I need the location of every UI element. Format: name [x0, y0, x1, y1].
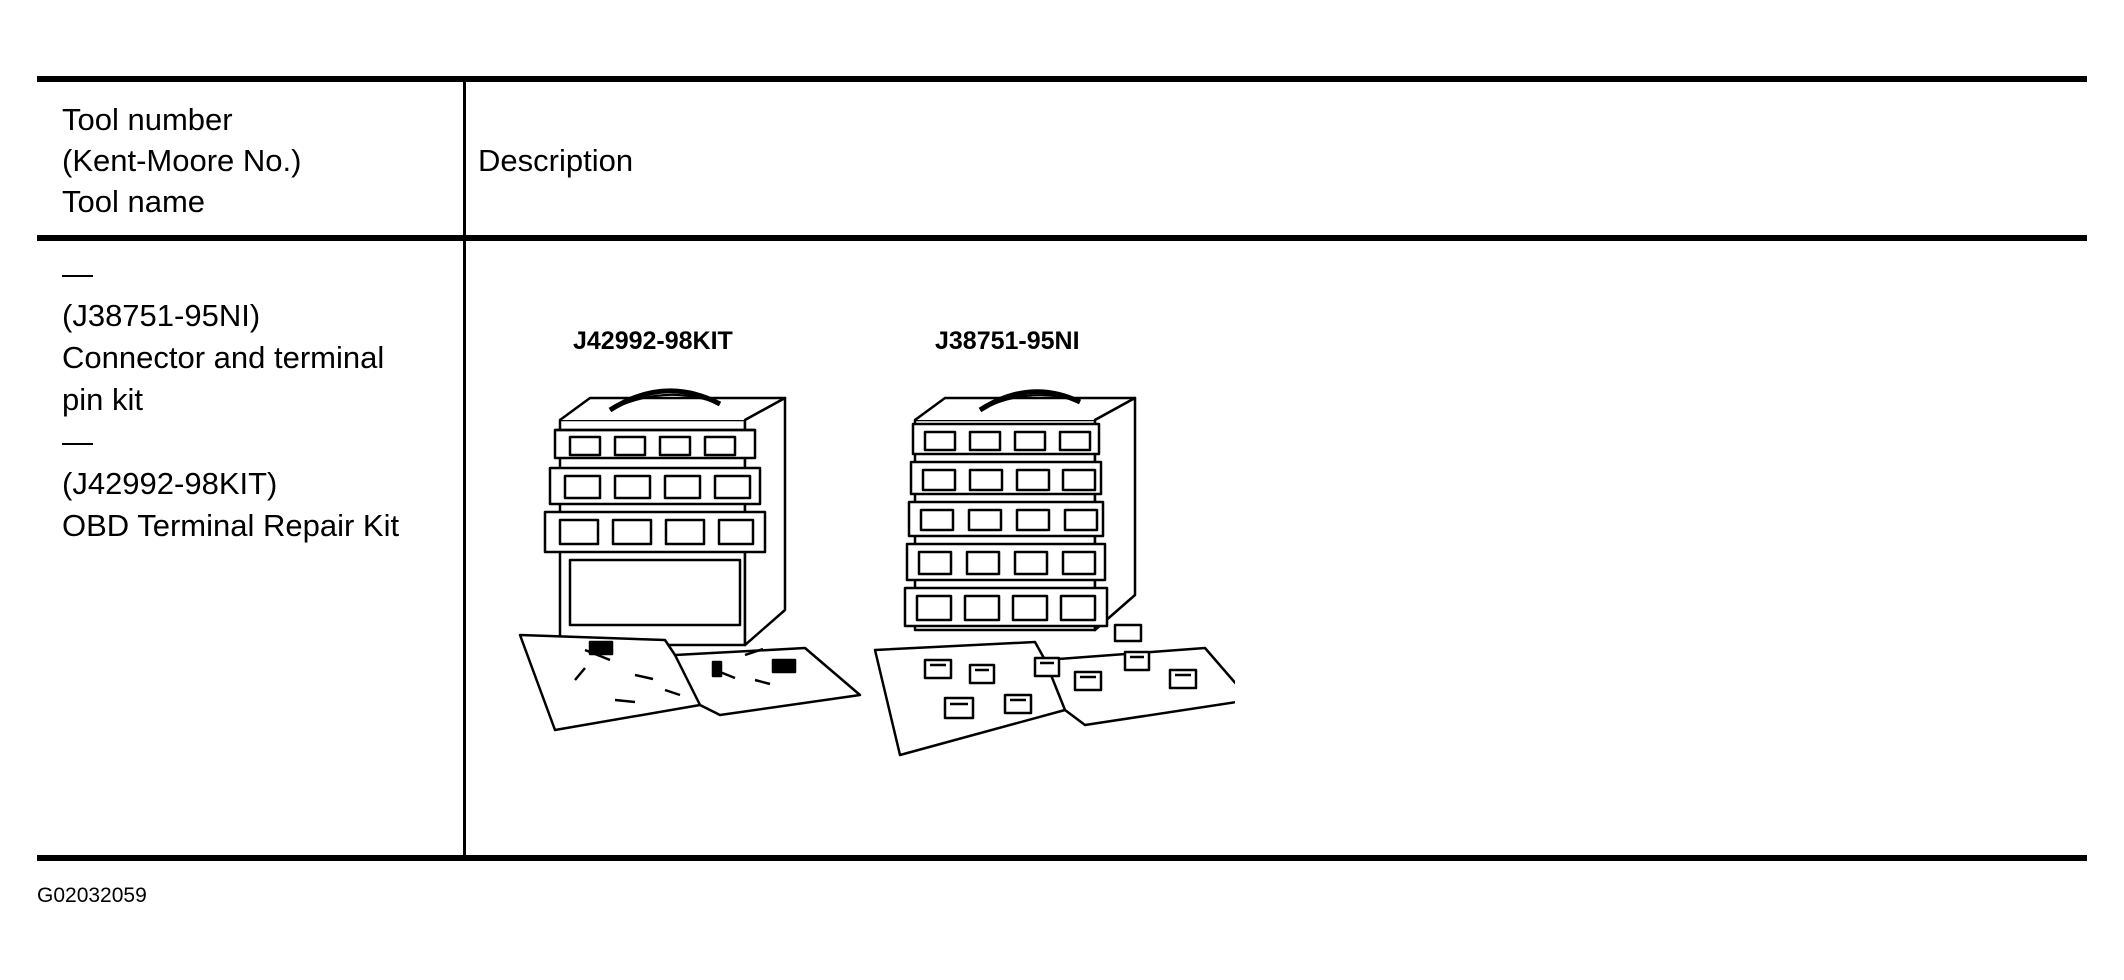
tool-kits-illustration [518, 388, 1235, 757]
kit-label-left: J42992-98KIT [573, 327, 733, 355]
header-tool-number-line: Tool number [62, 102, 233, 137]
table-column-divider [463, 82, 466, 855]
table-top-rule [37, 76, 2087, 82]
terminal-repair-kit-case [518, 388, 862, 732]
tool-cell-line: pin kit [62, 382, 143, 417]
header-tool-number: Tool number (Kent-Moore No.) Tool name [62, 99, 301, 222]
tool-cell-line: (J38751-95NI) [62, 298, 261, 333]
tool-name-cell: — (J38751-95NI) Connector and terminal p… [62, 253, 399, 547]
header-tool-number-line: Tool name [62, 184, 206, 219]
drawer-row [905, 542, 1107, 582]
drawer-row [907, 500, 1105, 538]
table-header-rule [37, 235, 2087, 241]
tool-cell-line: — [62, 424, 93, 459]
header-tool-number-line: (Kent-Moore No.) [62, 143, 302, 178]
drawer-row [548, 466, 762, 506]
header-description: Description [478, 143, 634, 178]
drawer-row [553, 428, 757, 460]
figure-code: G02032059 [37, 884, 147, 907]
tool-cell-line: OBD Terminal Repair Kit [62, 508, 400, 543]
table-bottom-rule [37, 855, 2087, 861]
drawer-row [909, 460, 1103, 496]
drawer-row [543, 510, 767, 554]
drawer-row [903, 586, 1109, 628]
kit-label-right: J38751-95NI [935, 327, 1080, 355]
connector-pin-kit-case [873, 389, 1235, 757]
drawer-row [911, 422, 1101, 456]
tool-cell-line: (J42992-98KIT) [62, 466, 278, 501]
tool-cell-line: Connector and terminal [62, 340, 385, 375]
tool-cell-line: — [62, 256, 93, 291]
